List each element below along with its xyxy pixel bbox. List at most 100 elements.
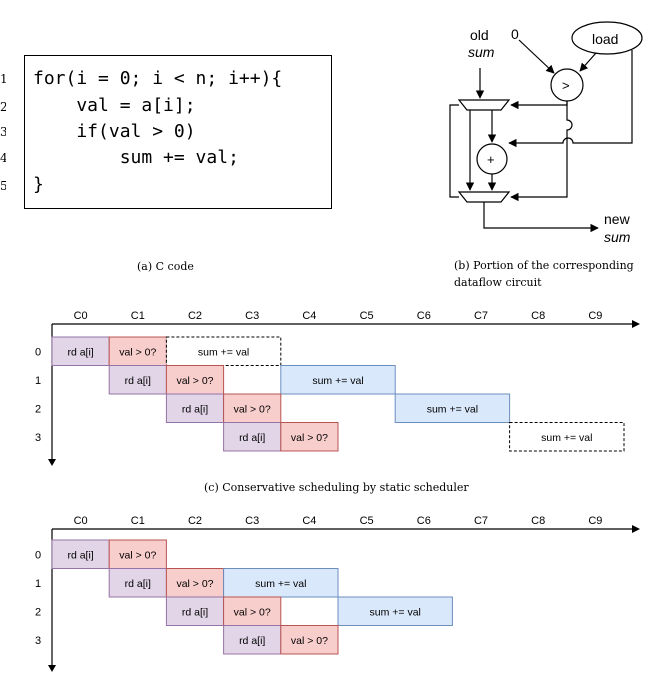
caption-c: (c) Conservative scheduling by static sc… — [204, 481, 469, 494]
op-label: val > 0? — [119, 549, 156, 561]
op-add-block — [223, 568, 339, 598]
op-cmp-block — [280, 625, 339, 655]
old-label: old — [470, 27, 489, 43]
op-label: sum += val — [198, 346, 249, 358]
line-number: 1 — [0, 72, 6, 86]
line-number: 3 — [0, 125, 6, 139]
iteration-axis-arrow — [48, 459, 56, 466]
row-label: 2 — [35, 403, 41, 415]
op-label: val > 0? — [234, 403, 271, 415]
op-label: rd a[i] — [239, 432, 265, 444]
code-line: for(i = 0; i < n; i++){ — [33, 68, 283, 89]
op-cmp-block — [108, 336, 167, 366]
time-axis-arrow — [632, 525, 640, 533]
op-label: val > 0? — [291, 432, 328, 444]
op-read-block — [165, 596, 225, 626]
new-label: new — [604, 211, 631, 227]
compare-label: > — [562, 78, 570, 93]
cycle-label: C9 — [588, 515, 602, 527]
op-label: rd a[i] — [67, 346, 93, 358]
code-line: val = a[i]; — [33, 95, 196, 116]
op-label: sum += val — [427, 403, 478, 415]
zero-label: 0 — [511, 26, 519, 42]
op-cmp-block — [165, 568, 225, 598]
cycle-label: C7 — [474, 515, 488, 527]
op-read-block — [165, 393, 225, 423]
caption-a: (a) C code — [137, 260, 194, 273]
caption-b-line2: dataflow circuit — [454, 276, 542, 289]
line-number: 5 — [0, 179, 6, 193]
op-label: val > 0? — [291, 635, 328, 647]
cycle-label: C1 — [131, 515, 145, 527]
cycle-label: C9 — [588, 310, 602, 322]
row-label: 0 — [35, 549, 41, 561]
cycle-label: C4 — [302, 515, 316, 527]
row-label: 2 — [35, 606, 41, 618]
op-add-block — [337, 596, 453, 626]
op-read-block — [51, 336, 110, 366]
load-label: load — [592, 31, 618, 47]
time-axis-arrow — [632, 320, 640, 328]
code-line-numbers: 1 2 3 4 5 — [0, 0, 10, 220]
code-line: if(val > 0) — [33, 121, 196, 142]
old-sum-label: sum — [468, 44, 495, 60]
cycle-label: C0 — [74, 310, 88, 322]
caption-b: (b) Portion of the corresponding dataflo… — [454, 257, 649, 291]
op-label: sum += val — [255, 578, 306, 590]
row-label: 3 — [35, 432, 41, 444]
op-read-block — [108, 568, 167, 598]
op-label: rd a[i] — [182, 606, 208, 618]
op-label: rd a[i] — [125, 375, 151, 387]
caption-b-line1: (b) Portion of the corresponding — [454, 259, 634, 272]
cycle-label: C6 — [417, 310, 431, 322]
iteration-axis-arrow — [48, 665, 56, 672]
op-read-block — [108, 365, 167, 395]
op-label: val > 0? — [176, 375, 213, 387]
op-label: sum += val — [541, 432, 592, 444]
line-number: 2 — [0, 100, 6, 114]
cycle-label: C1 — [131, 310, 145, 322]
row-label: 1 — [35, 578, 41, 590]
op-add-block — [394, 393, 511, 423]
cycle-label: C5 — [360, 310, 374, 322]
code-line: sum += val; — [33, 147, 239, 168]
code-listing: for(i = 0; i < n; i++){ val = a[i]; if(v… — [24, 55, 332, 209]
op-label: sum += val — [370, 606, 421, 618]
cycle-label: C5 — [360, 515, 374, 527]
row-label: 1 — [35, 375, 41, 387]
plus-label: + — [487, 152, 495, 167]
op-cmp-block — [108, 539, 167, 569]
op-label: rd a[i] — [182, 403, 208, 415]
cycle-label: C7 — [474, 310, 488, 322]
op-cmp-block — [280, 422, 339, 452]
op-read-block — [51, 539, 110, 569]
mux-top — [457, 99, 511, 111]
dataflow-circuit: old sum 0 load > + new sum — [449, 21, 643, 245]
cycle-label: C3 — [245, 515, 259, 527]
op-label: val > 0? — [234, 606, 271, 618]
cycle-label: C2 — [188, 515, 202, 527]
cycle-label: C0 — [74, 515, 88, 527]
cycle-label: C3 — [245, 310, 259, 322]
op-label: val > 0? — [119, 346, 156, 358]
op-label: rd a[i] — [239, 635, 265, 647]
load-node — [571, 21, 643, 55]
op-label: sum += val — [312, 375, 363, 387]
row-label: 0 — [35, 346, 41, 358]
op-cmp-block — [165, 365, 225, 395]
op-skip-block — [165, 336, 282, 366]
cycle-label: C4 — [302, 310, 316, 322]
op-read-block — [223, 422, 282, 452]
cycle-label: C2 — [188, 310, 202, 322]
cycle-label: C8 — [531, 515, 545, 527]
code-line: } — [33, 174, 44, 195]
cycle-label: C6 — [417, 515, 431, 527]
op-cmp-block — [223, 596, 282, 626]
op-add-block — [280, 365, 396, 395]
new-sum-label: sum — [604, 229, 631, 245]
op-skip-block — [509, 422, 625, 452]
line-number: 4 — [0, 151, 6, 165]
op-label: rd a[i] — [67, 549, 93, 561]
